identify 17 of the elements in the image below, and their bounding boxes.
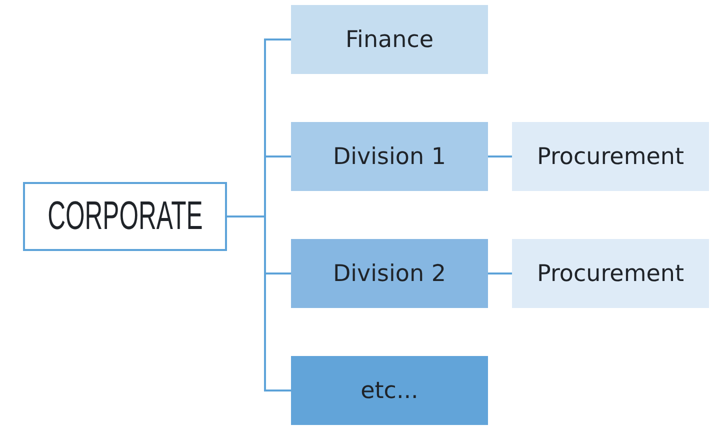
org-box <box>291 239 488 308</box>
box-label: Division 2 <box>332 260 446 286</box>
root-box <box>23 182 227 251</box>
org-box <box>291 5 488 74</box>
box-label: Finance <box>346 26 434 52</box>
box-label: Procurement <box>537 260 684 286</box>
org-box <box>512 122 709 191</box>
box-label: CORPORATE <box>47 194 203 239</box>
box-label: etc... <box>360 378 418 404</box>
connector-line <box>488 272 512 274</box>
box-label: Procurement <box>537 144 684 170</box>
org-box <box>512 239 709 308</box>
connector-line <box>488 156 512 158</box>
box-label: Division 1 <box>332 144 446 170</box>
org-box <box>291 356 488 425</box>
org-box <box>291 122 488 191</box>
connector-line <box>227 216 291 392</box>
